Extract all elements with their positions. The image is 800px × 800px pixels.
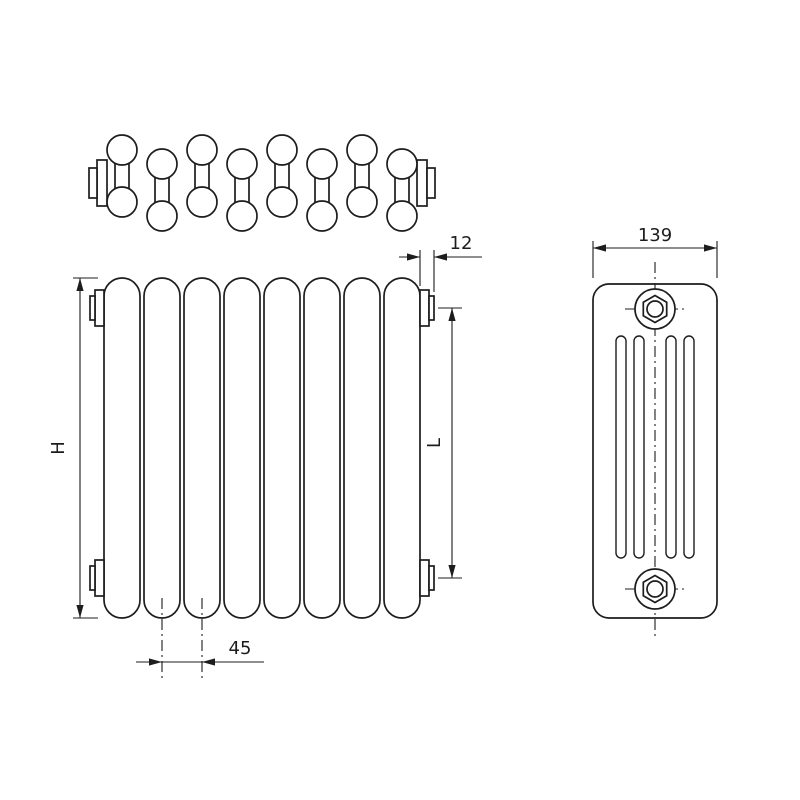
- dimension-section-pitch-label: 45: [229, 638, 252, 659]
- column: [383, 277, 421, 619]
- front-bottom-left-bushing: [89, 559, 105, 597]
- top-view-right-bushing: [416, 159, 436, 207]
- dimension-tapping-offset: 12: [399, 233, 482, 292]
- column: [263, 277, 301, 619]
- bottom-hex-plug: [634, 568, 676, 610]
- side-view: [592, 262, 718, 640]
- section: [266, 134, 298, 218]
- column: [183, 277, 221, 619]
- top-view: [88, 134, 436, 232]
- column: [303, 277, 341, 619]
- side-view-grooves: [615, 335, 695, 559]
- dimension-tapping-offset-label: 12: [450, 233, 473, 254]
- column: [103, 277, 141, 619]
- section: [226, 148, 258, 232]
- front-view: [89, 277, 435, 619]
- top-view-left-bushing: [88, 159, 108, 207]
- top-hex-plug: [634, 288, 676, 330]
- dimension-depth: 139: [592, 225, 718, 278]
- front-bottom-right-bushing: [419, 559, 435, 597]
- front-top-left-bushing: [89, 289, 105, 327]
- column: [223, 277, 261, 619]
- front-top-right-bushing: [419, 289, 435, 327]
- section: [386, 148, 418, 232]
- section: [106, 134, 138, 218]
- dimension-depth-label: 139: [638, 225, 672, 246]
- section: [346, 134, 378, 218]
- dimension-axis-length-label: L: [424, 438, 445, 448]
- dimension-height-label: H: [48, 441, 69, 455]
- dimension-section-pitch: 45: [136, 598, 264, 678]
- dimension-axis-length: L: [424, 307, 462, 579]
- section: [146, 148, 178, 232]
- column: [143, 277, 181, 619]
- section: [306, 148, 338, 232]
- column: [343, 277, 381, 619]
- dimension-height: H: [48, 277, 98, 619]
- section: [186, 134, 218, 218]
